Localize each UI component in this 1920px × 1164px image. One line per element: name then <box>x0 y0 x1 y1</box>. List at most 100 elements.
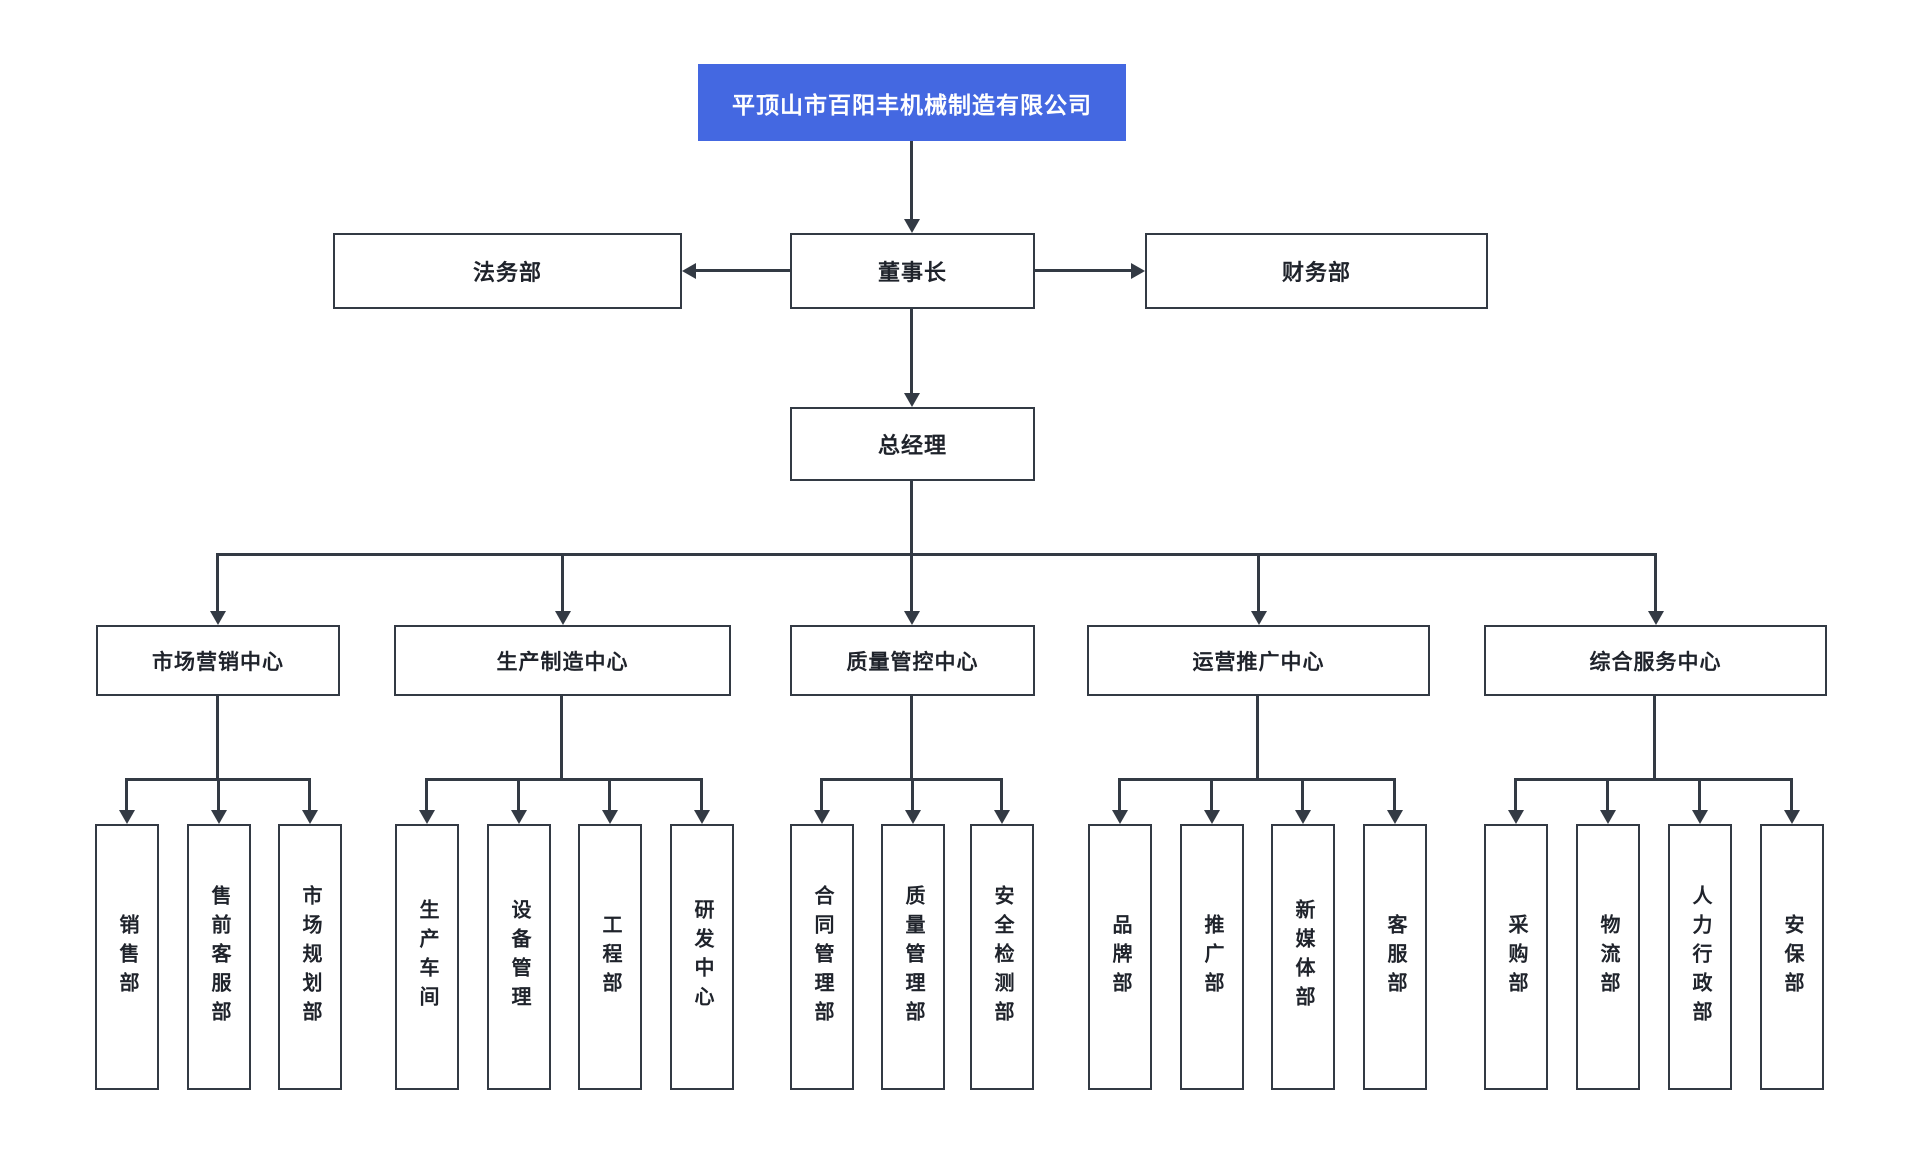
bus-line-group-4 <box>1118 778 1395 781</box>
drop-line-center-1 <box>216 553 219 613</box>
bus-line-main <box>216 553 1657 556</box>
bus-line-group-2 <box>425 778 702 781</box>
dept-presales-service-label: 售前客服部 <box>208 884 230 1030</box>
legal-dept-label: 法务部 <box>472 260 542 285</box>
drop-line-leaf <box>1698 778 1701 812</box>
center-node-operations: 运营推广中心 <box>1087 625 1430 696</box>
drop-line-leaf <box>911 778 914 812</box>
dept-logistics-label: 物流部 <box>1597 913 1619 1001</box>
arrowhead-down-icon <box>602 810 618 824</box>
drop-line-leaf <box>1118 778 1121 812</box>
arrowhead-down-icon <box>1204 810 1220 824</box>
company-root-label: 平顶山市百阳丰机械制造有限公司 <box>732 91 1092 118</box>
drop-line-center-2 <box>561 553 564 613</box>
center-marketing-label: 市场营销中心 <box>152 650 284 674</box>
dept-procurement-label: 采购部 <box>1505 913 1527 1001</box>
dept-safety-inspection-label: 安全检测部 <box>991 884 1013 1030</box>
dept-market-planning-label: 市场规划部 <box>299 884 321 1030</box>
arrowhead-down-icon <box>1600 810 1616 824</box>
arrowhead-left-icon <box>682 263 696 279</box>
dept-hr-admin-label: 人力行政部 <box>1689 884 1711 1030</box>
dept-security-label: 安保部 <box>1781 913 1803 1001</box>
dept-brand-label: 品牌部 <box>1109 913 1131 1001</box>
drop-line-center-4 <box>1257 553 1260 613</box>
drop-line-leaf <box>820 778 823 812</box>
drop-line-leaf <box>308 778 311 812</box>
connector-gm-bus <box>910 480 913 556</box>
drop-line-leaf <box>1514 778 1517 812</box>
general-manager-node: 总经理 <box>790 407 1035 481</box>
arrowhead-down-icon <box>511 810 527 824</box>
arrowhead-down-icon <box>1251 611 1267 625</box>
center-production-label: 生产制造中心 <box>496 650 629 674</box>
connector-root-chairman <box>910 141 913 221</box>
center-node-marketing: 市场营销中心 <box>96 625 340 696</box>
arrowhead-down-icon <box>904 611 920 625</box>
company-root-node: 平顶山市百阳丰机械制造有限公司 <box>698 64 1126 141</box>
dept-node-promotion: 推广部 <box>1180 824 1244 1090</box>
arrowhead-down-icon <box>419 810 435 824</box>
dept-quality-management-label: 质量管理部 <box>902 884 924 1030</box>
drop-line-leaf <box>1210 778 1213 812</box>
dept-node-equipment-management: 设备管理 <box>487 824 551 1090</box>
drop-line-leaf <box>1606 778 1609 812</box>
dept-node-quality-management: 质量管理部 <box>881 824 945 1090</box>
arrowhead-down-icon <box>1112 810 1128 824</box>
dept-new-media-label: 新媒体部 <box>1292 899 1314 1015</box>
arrowhead-down-icon <box>302 810 318 824</box>
center-quality-label: 质量管控中心 <box>846 650 979 674</box>
dept-equipment-management-label: 设备管理 <box>508 899 530 1015</box>
connector-chairman-gm <box>910 309 913 395</box>
dept-node-safety-inspection: 安全检测部 <box>970 824 1034 1090</box>
dept-promotion-label: 推广部 <box>1201 913 1223 1001</box>
arrowhead-down-icon <box>1784 810 1800 824</box>
dept-engineering-label: 工程部 <box>599 913 621 1001</box>
arrowhead-down-icon <box>1692 810 1708 824</box>
connector-center2-bus <box>560 696 563 781</box>
dept-node-sales: 销售部 <box>95 824 159 1090</box>
connector-center1-bus <box>216 696 219 781</box>
dept-node-new-media: 新媒体部 <box>1271 824 1335 1090</box>
arrowhead-right-icon <box>1131 263 1145 279</box>
drop-line-leaf <box>1393 778 1396 812</box>
center-node-quality: 质量管控中心 <box>790 625 1035 696</box>
drop-line-leaf <box>217 778 220 812</box>
arrowhead-down-icon <box>994 810 1010 824</box>
dept-node-logistics: 物流部 <box>1576 824 1640 1090</box>
drop-line-leaf <box>1000 778 1003 812</box>
legal-dept-node: 法务部 <box>333 233 682 309</box>
drop-line-leaf <box>700 778 703 812</box>
center-services-label: 综合服务中心 <box>1589 650 1722 674</box>
center-node-services: 综合服务中心 <box>1484 625 1827 696</box>
dept-node-presales-service: 售前客服部 <box>187 824 251 1090</box>
arrowhead-down-icon <box>1295 810 1311 824</box>
finance-dept-node: 财务部 <box>1145 233 1488 309</box>
general-manager-label: 总经理 <box>877 433 947 458</box>
dept-node-customer-service: 客服部 <box>1363 824 1427 1090</box>
arrowhead-down-icon <box>904 219 920 233</box>
dept-production-workshop-label: 生产车间 <box>416 899 438 1015</box>
center-node-production: 生产制造中心 <box>394 625 731 696</box>
dept-node-contract-management: 合同管理部 <box>790 824 854 1090</box>
dept-sales-label: 销售部 <box>116 913 138 1001</box>
arrowhead-down-icon <box>1648 611 1664 625</box>
center-operations-label: 运营推广中心 <box>1192 650 1325 674</box>
dept-node-security: 安保部 <box>1760 824 1824 1090</box>
dept-contract-management-label: 合同管理部 <box>811 884 833 1030</box>
connector-chairman-legal <box>694 269 792 272</box>
drop-line-leaf <box>1301 778 1304 812</box>
dept-customer-service-label: 客服部 <box>1384 913 1406 1001</box>
dept-node-market-planning: 市场规划部 <box>278 824 342 1090</box>
connector-chairman-finance <box>1033 269 1133 272</box>
chairman-label: 董事长 <box>877 260 947 285</box>
connector-center4-bus <box>1256 696 1259 781</box>
drop-line-center-3 <box>910 553 913 613</box>
chairman-node: 董事长 <box>790 233 1035 309</box>
bus-line-group-5 <box>1514 778 1792 781</box>
connector-center3-bus <box>910 696 913 781</box>
dept-node-production-workshop: 生产车间 <box>395 824 459 1090</box>
drop-line-leaf <box>608 778 611 812</box>
arrowhead-down-icon <box>555 611 571 625</box>
dept-node-brand: 品牌部 <box>1088 824 1152 1090</box>
